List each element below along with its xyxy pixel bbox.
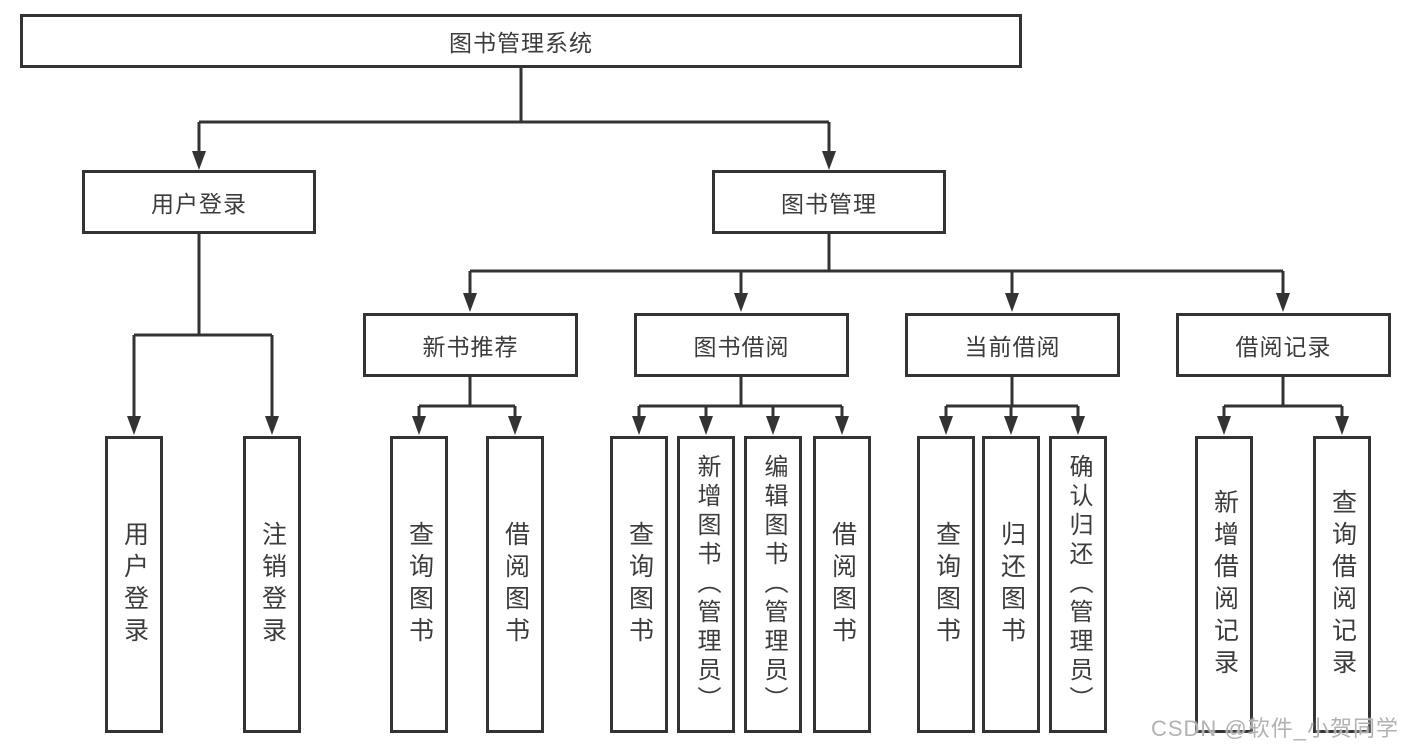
leaf-label: 用户登录 xyxy=(120,520,149,649)
leaf-label: 借阅图书 xyxy=(501,520,530,649)
leaf-query-books-current: 查询图书 xyxy=(917,436,975,733)
node-library-system: 图书管理系统 xyxy=(20,14,1022,68)
leaf-label: 查询图书 xyxy=(625,520,654,649)
leaf-label: 确认归还（管理员） xyxy=(1065,454,1092,715)
leaf-label: 新增图书（管理员） xyxy=(693,454,720,715)
leaf-add-book-admin: 新增图书（管理员） xyxy=(677,436,735,733)
leaf-borrow-books: 借阅图书 xyxy=(813,436,871,733)
leaf-label: 查询借阅记录 xyxy=(1328,488,1357,681)
leaf-edit-book-admin: 编辑图书（管理员） xyxy=(744,436,802,733)
leaf-confirm-return-admin: 确认归还（管理员） xyxy=(1049,436,1107,733)
leaf-add-borrow-record: 新增借阅记录 xyxy=(1195,436,1253,733)
leaf-user-login: 用户登录 xyxy=(105,436,163,733)
leaf-label: 编辑图书（管理员） xyxy=(760,454,787,715)
leaf-label: 新增借阅记录 xyxy=(1210,488,1239,681)
leaf-label: 借阅图书 xyxy=(828,520,857,649)
leaf-label: 查询图书 xyxy=(405,520,434,649)
leaf-query-books-recommend: 查询图书 xyxy=(390,436,448,733)
node-user-login: 用户登录 xyxy=(82,170,316,234)
node-borrowing-records: 借阅记录 xyxy=(1176,313,1391,377)
node-book-management: 图书管理 xyxy=(712,170,946,234)
leaf-return-book: 归还图书 xyxy=(982,436,1040,733)
node-book-borrowing: 图书借阅 xyxy=(634,313,849,377)
node-new-book-recommendation: 新书推荐 xyxy=(363,313,578,377)
leaf-label: 查询图书 xyxy=(932,520,961,649)
leaf-query-borrow-record: 查询借阅记录 xyxy=(1313,436,1371,733)
csdn-watermark: CSDN @软件_小贺同学 xyxy=(1150,716,1399,741)
node-current-borrowing: 当前借阅 xyxy=(905,313,1120,377)
leaf-borrow-books-recommend: 借阅图书 xyxy=(486,436,544,733)
leaf-label: 归还图书 xyxy=(997,520,1026,649)
leaf-label: 注销登录 xyxy=(258,520,287,649)
leaf-logout: 注销登录 xyxy=(243,436,301,733)
leaf-query-books-borrow: 查询图书 xyxy=(610,436,668,733)
